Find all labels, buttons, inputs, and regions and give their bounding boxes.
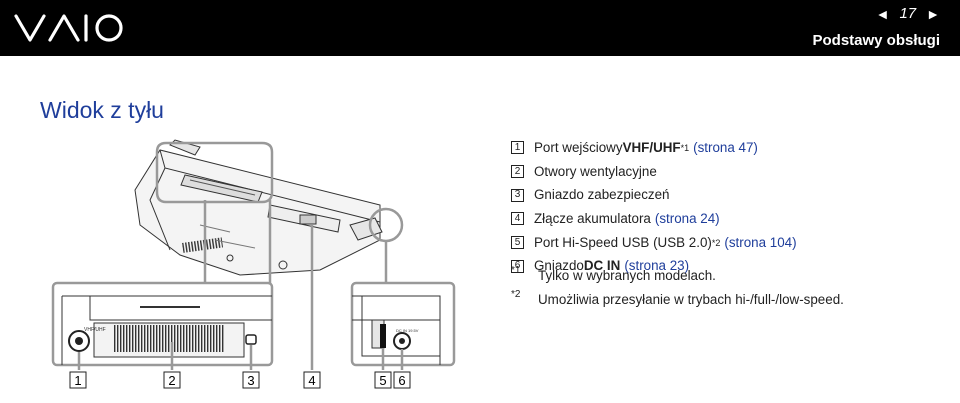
svg-text:3: 3 <box>247 373 254 388</box>
legend-item: 5 Port Hi-Speed USB (USB 2.0) *2 (strona… <box>511 231 951 255</box>
legend-number: 2 <box>511 165 524 179</box>
legend-number: 4 <box>511 212 524 226</box>
page-nav: ◄ 17 ► <box>876 5 940 22</box>
right-detail-panel: DC IN 19.5V <box>350 281 456 370</box>
callout-5: 5 <box>374 371 392 389</box>
laptop-perspective-drawing <box>134 139 383 276</box>
page-number: 17 <box>899 5 917 22</box>
component-legend: 1 Port wejściowy VHF/UHF *1 (strona 47) … <box>511 136 951 278</box>
page-link[interactable]: (strona 47) <box>693 140 758 155</box>
svg-text:5: 5 <box>379 373 386 388</box>
legend-item: 1 Port wejściowy VHF/UHF *1 (strona 47) <box>511 136 951 160</box>
page-link[interactable]: (strona 24) <box>654 211 720 227</box>
left-detail-panel: VHF/UHF <box>51 281 274 370</box>
svg-text:6: 6 <box>398 373 405 388</box>
footnote-2: *2 Umożliwia przesyłanie w trybach hi-/f… <box>511 289 844 307</box>
legend-item: 6 Gniazdo DC IN (strona 23) <box>511 254 951 278</box>
next-page-icon[interactable]: ► <box>926 5 940 22</box>
page-header: ◄ 17 ► Podstawy obsługi <box>0 0 960 56</box>
rear-view-illustration: VHF/UHF DC IN 19.5V 1 2 3 4 5 6 <box>51 139 456 389</box>
section-title: Podstawy obsługi <box>812 32 940 49</box>
legend-item: 3 Gniazdo zabezpieczeń <box>511 183 951 207</box>
callout-1: 1 <box>69 371 87 389</box>
svg-text:2: 2 <box>168 373 175 388</box>
vhf-port-label: VHF/UHF <box>84 327 106 333</box>
page-link[interactable]: (strona 23) <box>624 258 690 274</box>
page-link[interactable]: (strona 104) <box>724 234 797 250</box>
legend-number: 5 <box>511 236 524 250</box>
footnote-1: *1 Tylko w wybranych modelach. <box>511 265 716 283</box>
legend-number: 6 <box>511 259 524 273</box>
legend-number: 3 <box>511 188 524 202</box>
svg-text:4: 4 <box>308 373 315 388</box>
callout-3: 3 <box>242 371 260 389</box>
previous-page-icon[interactable]: ◄ <box>875 5 890 22</box>
callout-6: 6 <box>393 371 411 389</box>
svg-text:1: 1 <box>74 373 81 388</box>
vaio-logo <box>14 14 123 42</box>
dc-port-label: DC IN 19.5V <box>396 328 419 333</box>
callout-4: 4 <box>303 371 321 389</box>
legend-number: 1 <box>511 141 524 155</box>
leader-lines <box>203 200 388 370</box>
callout-2: 2 <box>163 371 181 389</box>
legend-item: 2 Otwory wentylacyjne <box>511 160 951 184</box>
callout-badges: 1 2 3 4 5 6 <box>69 371 411 389</box>
legend-item: 4 Złącze akumulatora (strona 24) <box>511 207 951 231</box>
page-title: Widok z tyłu <box>40 97 164 123</box>
